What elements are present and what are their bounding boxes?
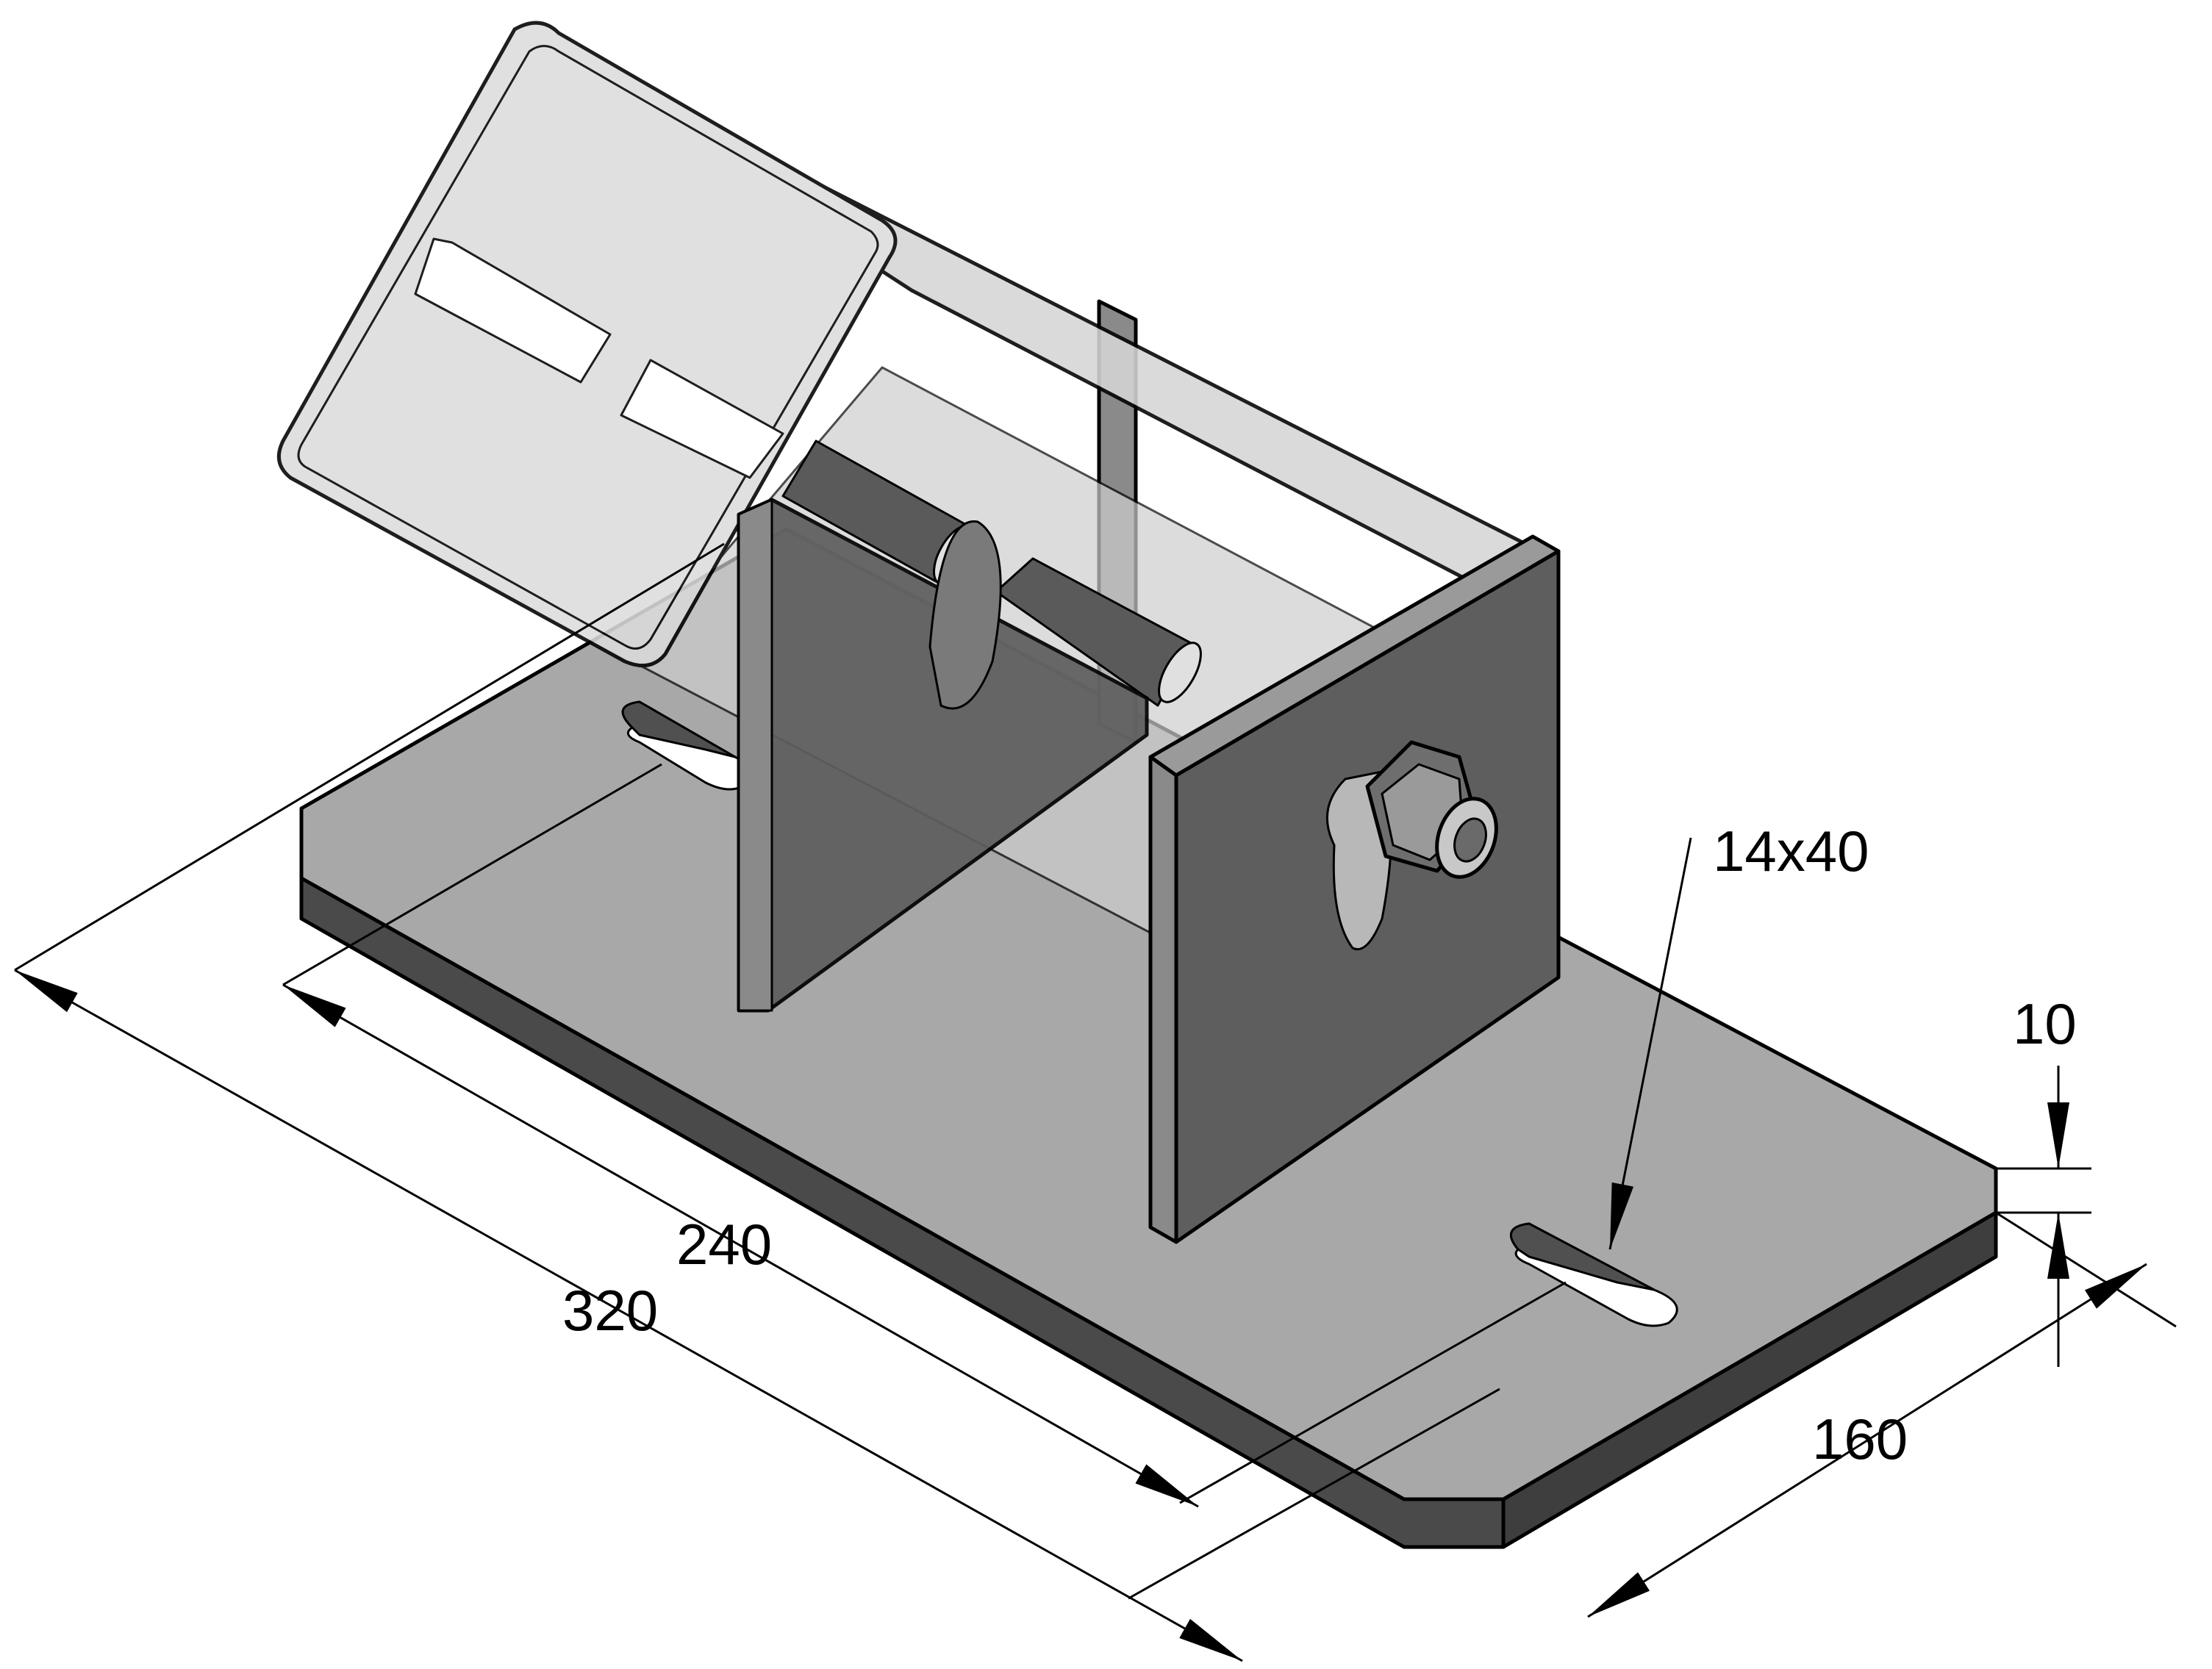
channel-slot-lower	[620, 359, 784, 479]
slot-back	[621, 700, 754, 791]
dim-width: 160	[1812, 1407, 1908, 1471]
dim-slot-size: 14x40	[1713, 819, 1869, 883]
dim-hole-spacing: 240	[676, 1212, 772, 1277]
dimension-labels: 320 240 160 10 14x40	[562, 819, 2077, 1471]
dim-thickness: 10	[2013, 991, 2077, 1056]
dimension-lines	[14, 542, 2177, 1662]
dim-overall-length: 320	[562, 1278, 658, 1343]
bolt-nut	[1325, 740, 1498, 950]
channel-slot-upper	[414, 237, 612, 384]
